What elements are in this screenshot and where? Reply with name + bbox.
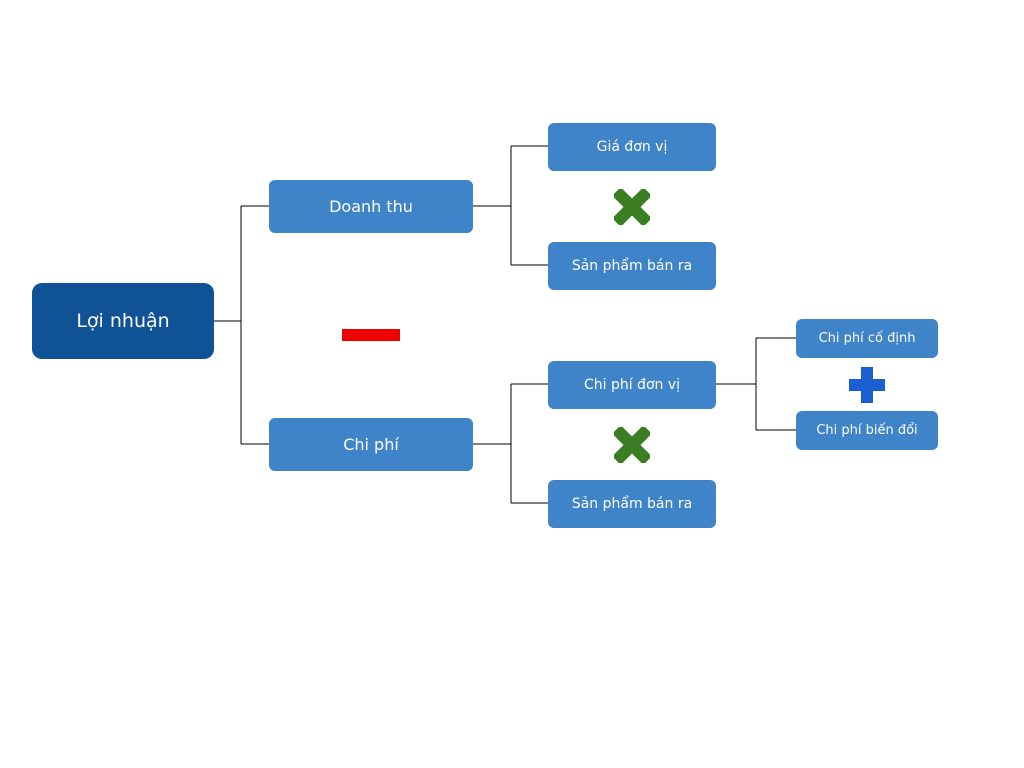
node-unit-price[interactable]: Giá đơn vị — [548, 123, 716, 171]
connector-cost — [473, 383, 548, 504]
node-units-sold-revenue[interactable]: Sản phẩm bán ra — [548, 242, 716, 290]
node-revenue[interactable]: Doanh thu — [269, 180, 473, 233]
node-variable-cost[interactable]: Chi phí biến đổi — [796, 411, 938, 450]
node-profit[interactable]: Lợi nhuận — [32, 283, 214, 359]
minus-icon — [342, 329, 400, 341]
multiply-icon-cost — [614, 427, 650, 463]
plus-icon — [849, 367, 885, 403]
connector-unit-cost — [716, 337, 796, 431]
connector-revenue — [473, 145, 548, 266]
multiply-icon-revenue — [614, 189, 650, 225]
connector-root — [214, 205, 269, 445]
node-unit-cost[interactable]: Chi phí đơn vị — [548, 361, 716, 409]
node-fixed-cost[interactable]: Chi phí cố định — [796, 319, 938, 358]
node-cost[interactable]: Chi phí — [269, 418, 473, 471]
node-units-sold-cost[interactable]: Sản phẩm bán ra — [548, 480, 716, 528]
